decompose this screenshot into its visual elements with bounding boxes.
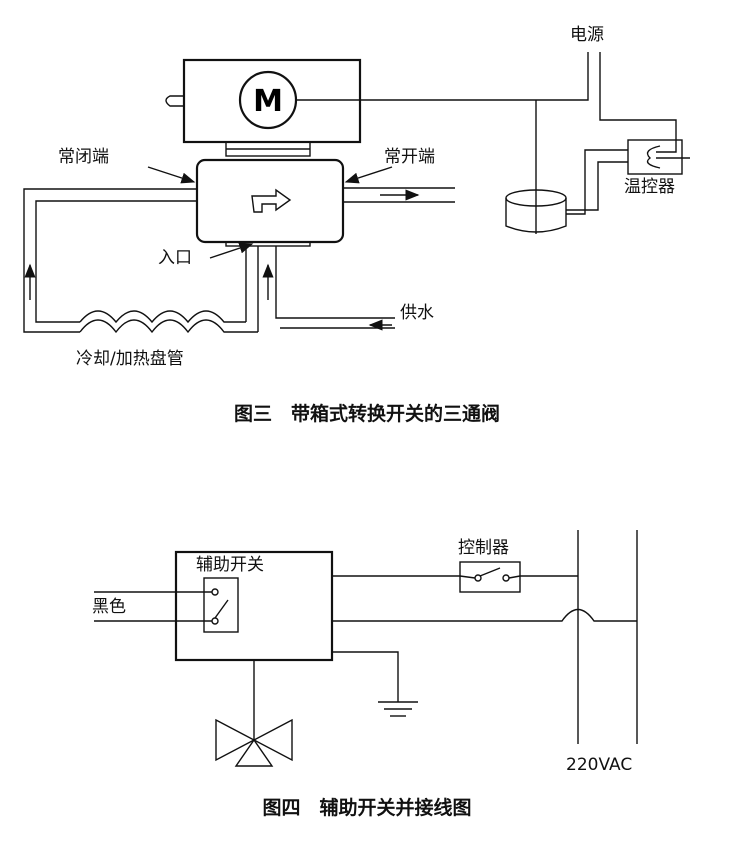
coil-label: 冷却/加热盘管 xyxy=(76,349,184,369)
figure-4-caption: 图四 辅助开关并接线图 xyxy=(262,796,471,819)
valve-body xyxy=(195,158,345,244)
figure-4: 辅助开关 控制器 黑色 220VAC 图四 辅助开关并接线图 xyxy=(92,530,638,819)
normally-open-label: 常开端 xyxy=(384,147,435,167)
supply-pipe xyxy=(275,246,395,319)
voltage-label: 220VAC xyxy=(566,755,632,775)
auxiliary-switch-contact xyxy=(203,577,239,633)
motor-letter: M xyxy=(253,84,283,119)
black-label: 黑色 xyxy=(92,597,126,617)
actuator-knob xyxy=(165,95,184,107)
coil-pipe xyxy=(79,310,246,324)
controller-label: 控制器 xyxy=(458,538,509,558)
water-supply-label: 供水 xyxy=(400,303,434,323)
normally-closed-label: 常闭端 xyxy=(58,147,109,167)
valve-icon xyxy=(215,718,256,762)
inlet-label: 入口 xyxy=(158,248,192,268)
thermostat-box xyxy=(627,139,683,175)
controller-box xyxy=(459,561,521,593)
neutral-wire xyxy=(332,608,637,622)
figure-3: M xyxy=(23,25,690,425)
coil-return-pipe xyxy=(23,188,197,333)
flow-direction-icon xyxy=(251,188,292,213)
auxiliary-switch-label: 辅助开关 xyxy=(196,555,264,575)
power-label: 电源 xyxy=(570,25,604,45)
thermostat-label: 温控器 xyxy=(624,177,675,197)
figure-3-caption: 图三 带箱式转换开关的三通阀 xyxy=(234,402,500,425)
ground-wire xyxy=(332,651,399,702)
power-wire xyxy=(296,52,589,101)
